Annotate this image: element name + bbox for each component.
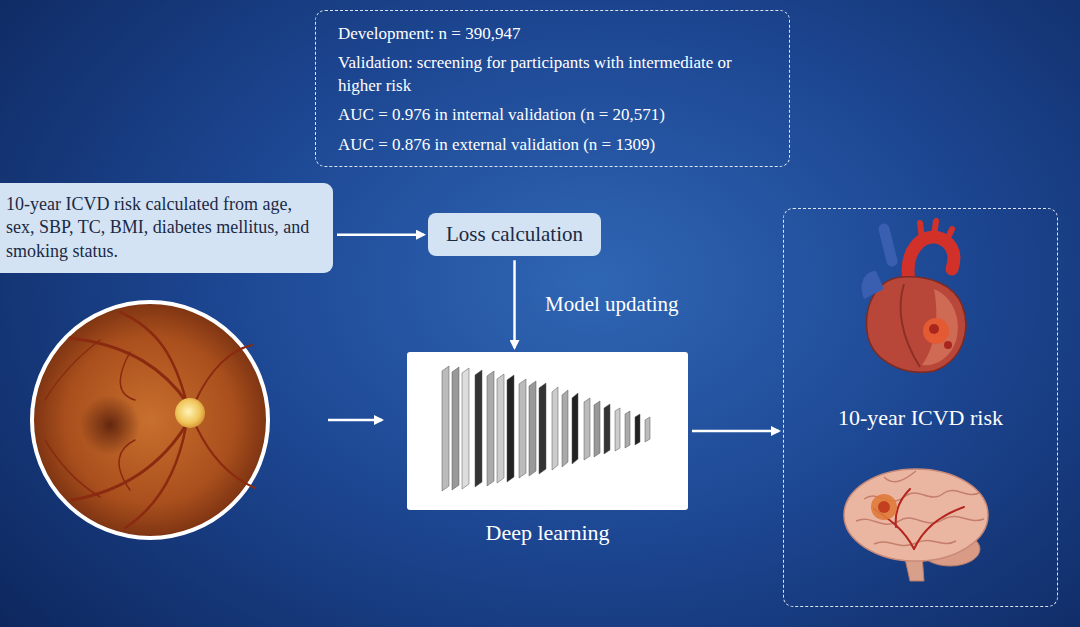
brain-icon: [844, 469, 988, 581]
node-text: 10-year ICVD risk calculated from age, s…: [6, 193, 323, 263]
node-text: Development: n = 390,947: [338, 23, 773, 45]
model-box: Deep learning: [407, 352, 688, 510]
heart-icon: [862, 221, 966, 372]
retinal-vessels: [45, 312, 255, 528]
cnn-illustration: [407, 352, 688, 510]
edge-label: Model updating: [545, 292, 679, 317]
optic-disc: [175, 398, 205, 428]
fundus-disc: [32, 302, 268, 538]
loss-box: Loss calculation: [428, 213, 601, 256]
node-text: AUC = 0.876 in external validation (n = …: [338, 134, 773, 156]
node-text: Deep learning: [387, 520, 708, 546]
node-text: 10-year ICVD risk: [784, 405, 1057, 431]
flow-arrow: [513, 260, 516, 348]
flow-arrow: [337, 233, 424, 236]
output-box: 10-year ICVD risk: [783, 208, 1058, 607]
study-info-box: Development: n = 390,947Validation: scre…: [315, 10, 790, 167]
node-text: Validation: screening for participants w…: [338, 52, 773, 97]
flow-arrow: [692, 430, 779, 433]
risk-input-box: 10-year ICVD risk calculated from age, s…: [0, 183, 333, 273]
input-arrow: [328, 419, 382, 422]
node-text: Loss calculation: [446, 221, 583, 248]
node-text: AUC = 0.976 in internal validation (n = …: [338, 104, 773, 126]
